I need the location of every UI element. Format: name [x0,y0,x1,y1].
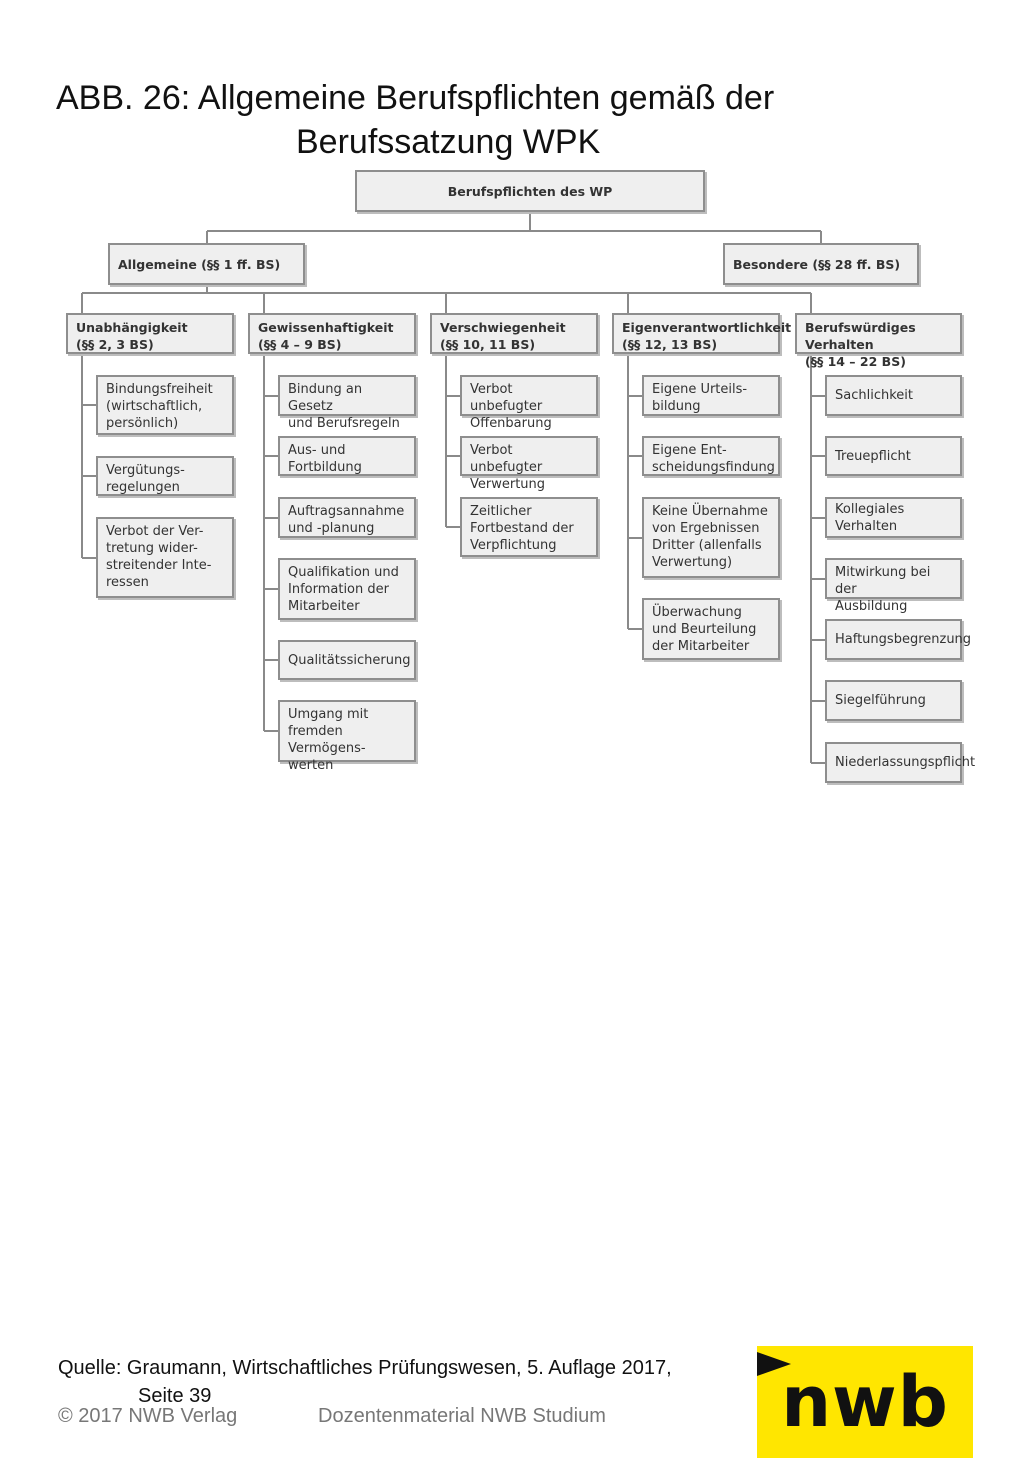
duty-item: Qualifikation und Information der Mitarb… [278,558,416,620]
duty-item: Umgang mit fremden Vermögens- werten [278,700,416,773]
page-title-line-2: Berufssatzung WPK [296,123,601,161]
category-head-0: Unabhängigkeit (§§ 2, 3 BS) [66,313,234,354]
org-chart-connectors [81,212,825,764]
duty-item: Treuepflicht [825,436,962,476]
duty-item: Siegelführung [825,680,962,721]
category-head-2: Verschwiegenheit (§§ 10, 11 BS) [430,313,598,354]
duty-item: Niederlassungspflicht [825,742,975,783]
duty-item: Verbot der Ver- tretung wider- streitend… [96,517,234,598]
duty-item: Kollegiales Verhalten [825,497,962,538]
duty-item: Mitwirkung bei der Ausbildung [825,558,962,614]
duty-item: Qualitätssicherung [278,640,416,680]
duty-item: Aus- und Fortbildung [278,436,416,476]
duty-item: Auftragsannahme und -planung [278,497,416,538]
duty-item: Vergütungs- regelungen [96,456,234,496]
category-head-3: Eigenverantwortlichkeit (§§ 12, 13 BS) [612,313,791,354]
duty-item: Haftungsbegrenzung [825,619,971,660]
root-box: Berufspflichten des WP [355,170,705,212]
duty-item: Bindungsfreiheit (wirtschaftlich, persön… [96,375,234,435]
allgemeine-box: Allgemeine (§§ 1 ff. BS) [108,243,305,285]
duty-item: Keine Übernahme von Ergebnissen Dritter … [642,497,780,578]
nwb-logo: nwb [757,1346,973,1458]
copyright: © 2017 NWB Verlag [58,1405,238,1427]
duty-item: Sachlichkeit [825,375,962,416]
category-head-1: Gewissenhaftigkeit (§§ 4 – 9 BS) [248,313,416,354]
duty-item: Überwachung und Beurteilung der Mitarbei… [642,598,780,660]
material-label: Dozentenmaterial NWB Studium [318,1405,606,1427]
category-head-4: Berufswürdiges Verhalten (§§ 14 – 22 BS) [795,313,962,369]
duty-item: Eigene Ent- scheidungsfindung [642,436,780,476]
duty-item: Zeitlicher Fortbestand der Verpflichtung [460,497,598,557]
duty-item: Eigene Urteils- bildung [642,375,780,416]
source-line-1: Quelle: Graumann, Wirtschaftliches Prüfu… [58,1357,672,1379]
logo-text: nwb [781,1361,949,1443]
besondere-box: Besondere (§§ 28 ff. BS) [723,243,919,285]
logo-arrow-icon [757,1352,791,1376]
duty-item: Verbot unbefugter Offenbarung [460,375,598,431]
source-citation: Quelle: Graumann, Wirtschaftliches Prüfu… [58,1354,672,1410]
source-line-2: Seite 39 [138,1385,212,1407]
page-title-line-1: ABB. 26: Allgemeine Berufspflichten gemä… [56,79,775,117]
duty-item: Verbot unbefugter Verwertung [460,436,598,492]
duty-item: Bindung an Gesetz und Berufsregeln [278,375,416,431]
